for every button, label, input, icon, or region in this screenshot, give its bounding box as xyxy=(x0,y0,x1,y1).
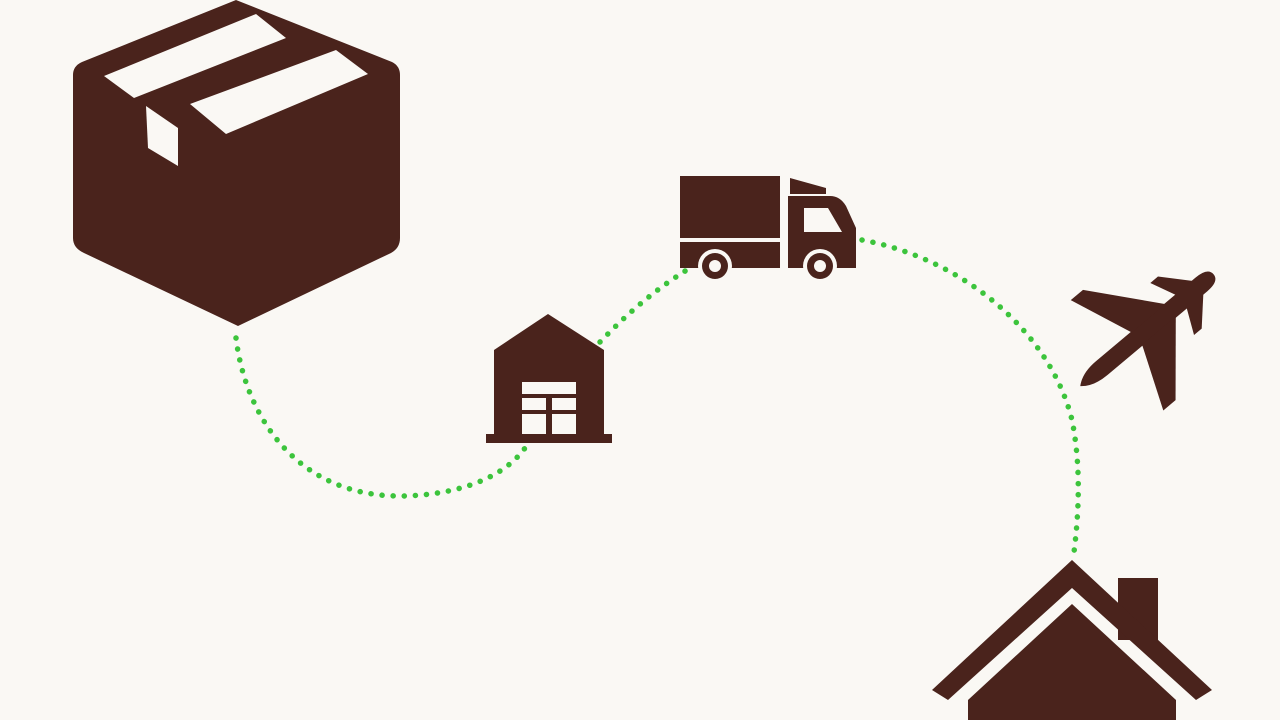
package-tape xyxy=(104,14,368,166)
route-segment-warehouse-to-truck xyxy=(597,265,693,345)
house-icon xyxy=(932,560,1212,720)
airplane-icon xyxy=(1070,271,1216,411)
warehouse-icon xyxy=(486,314,612,443)
route-segment-package-to-warehouse xyxy=(233,335,533,499)
package-icon xyxy=(73,0,400,326)
route-segment-truck-to-house xyxy=(859,237,1081,555)
warehouse-door xyxy=(522,382,576,434)
route-path xyxy=(233,237,1081,555)
delivery-truck-icon xyxy=(680,176,856,283)
